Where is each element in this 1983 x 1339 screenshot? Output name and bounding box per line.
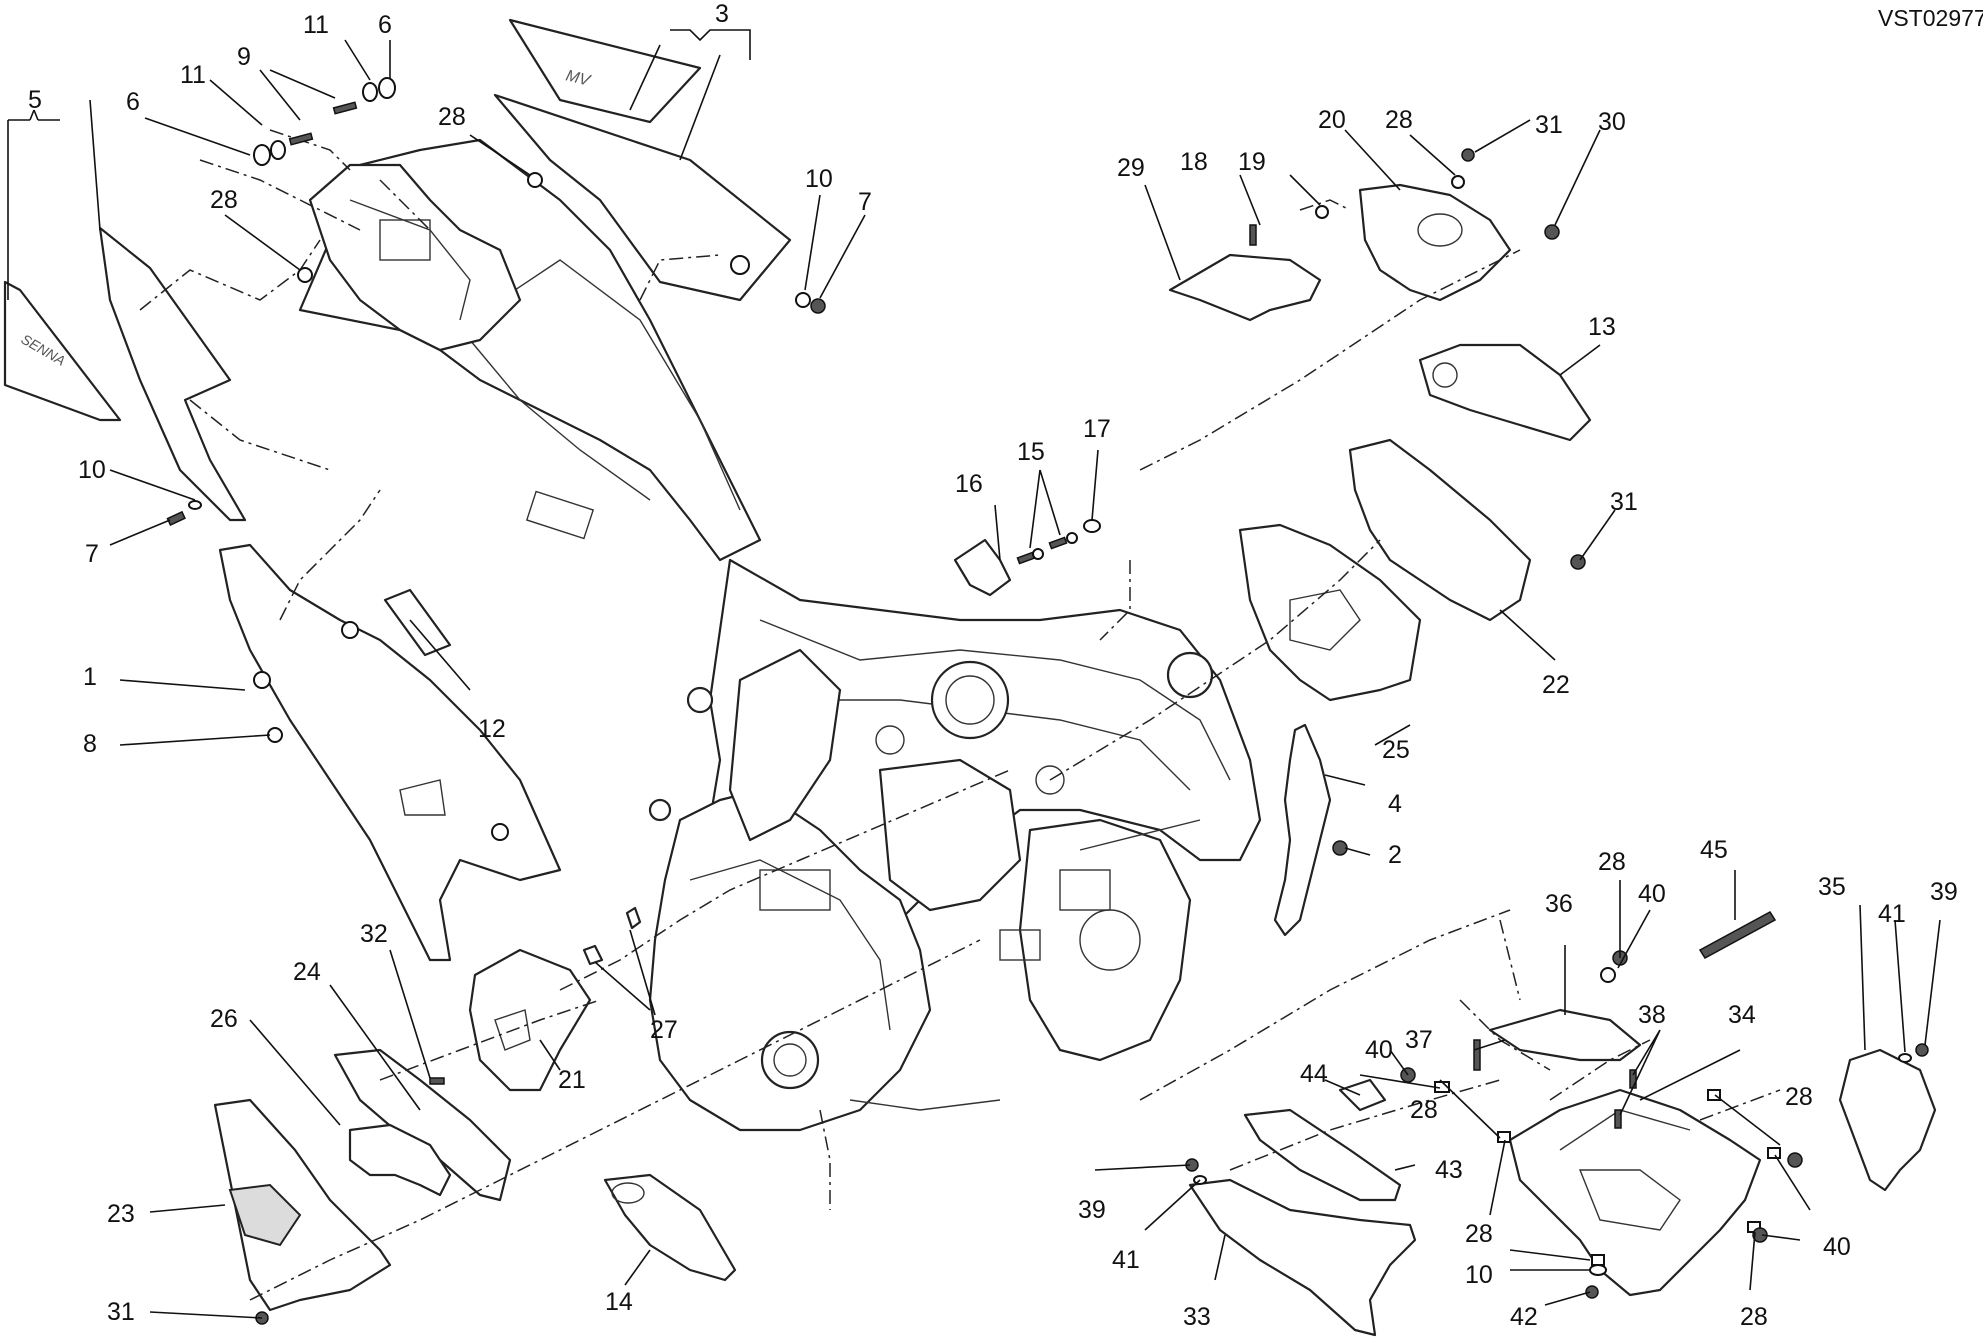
drawing-code: VST02977	[1878, 5, 1983, 31]
label-10-top: 10	[805, 165, 833, 193]
label-28-lower-left: 28	[1465, 1220, 1493, 1248]
label-30: 30	[1598, 108, 1626, 136]
label-38: 38	[1638, 1001, 1666, 1029]
part-25-inner-fairing	[1238, 523, 1422, 702]
label-42: 42	[1510, 1303, 1538, 1331]
label-28-right: 28	[1785, 1083, 1813, 1111]
decal-mv: MV	[564, 67, 593, 90]
part-15-screws	[1016, 532, 1078, 565]
part-44-decal	[1338, 1078, 1387, 1112]
part-13-cover	[1418, 343, 1592, 442]
part-23-lower-cover	[213, 1098, 392, 1312]
label-29: 29	[1117, 154, 1145, 182]
label-22: 22	[1542, 671, 1570, 699]
label-5: 5	[28, 86, 42, 114]
label-28-right-top: 28	[1385, 106, 1413, 134]
label-17: 17	[1083, 415, 1111, 443]
part-17-washer	[1083, 519, 1101, 533]
label-45: 45	[1700, 836, 1728, 864]
label-2: 2	[1388, 841, 1402, 869]
label-23: 23	[107, 1200, 135, 1228]
part-3-side-panel: MV	[493, 18, 792, 302]
label-21: 21	[558, 1066, 586, 1094]
label-24: 24	[293, 958, 321, 986]
label-28-top: 28	[438, 103, 466, 131]
label-41-left: 41	[1112, 1246, 1140, 1274]
part-12-decal	[383, 588, 452, 657]
label-10-left: 10	[78, 456, 106, 484]
part-16-bracket	[953, 538, 1012, 597]
label-20: 20	[1318, 106, 1346, 134]
part-5-tail-panels: SENNA	[3, 226, 247, 522]
label-27: 27	[650, 1016, 678, 1044]
label-39-right: 39	[1930, 878, 1958, 906]
label-32: 32	[360, 920, 388, 948]
label-9: 9	[237, 43, 251, 71]
label-26: 26	[210, 1005, 238, 1033]
part-20-instrument-bracket	[1358, 183, 1512, 302]
label-11-left: 11	[180, 61, 206, 89]
label-12: 12	[478, 715, 506, 743]
label-6-left: 6	[126, 88, 140, 116]
part-45-strip	[1698, 911, 1777, 959]
label-34: 34	[1728, 1001, 1756, 1029]
label-37: 37	[1405, 1026, 1433, 1054]
label-31-right: 31	[1610, 488, 1638, 516]
part-33-belly-pan	[1188, 1178, 1417, 1337]
label-35: 35	[1818, 873, 1846, 901]
label-28-left: 28	[210, 186, 238, 214]
part-labels: 10 7 1 8 5 6 11 9 11 6 28 28 3 10 7 12 3…	[28, 0, 1958, 1331]
label-15: 15	[1017, 438, 1045, 466]
label-40-upper: 40	[1638, 880, 1666, 908]
label-41-right: 41	[1878, 900, 1906, 928]
label-40-left: 40	[1365, 1036, 1393, 1064]
part-4-bracket	[1273, 723, 1332, 937]
part-35-side-fairing	[1838, 1048, 1937, 1192]
label-25: 25	[1382, 736, 1410, 764]
label-16: 16	[955, 470, 983, 498]
label-7-top: 7	[858, 188, 872, 216]
label-43: 43	[1435, 1156, 1463, 1184]
label-1: 1	[83, 663, 97, 691]
label-33: 33	[1183, 1303, 1211, 1331]
label-28-bottom-right: 28	[1740, 1303, 1768, 1331]
part-1-side-panel	[218, 543, 562, 962]
assembly-lines	[139, 129, 1781, 1301]
tail-seat-bracket	[308, 163, 522, 352]
label-10-bottom: 10	[1465, 1261, 1493, 1289]
label-4: 4	[1388, 790, 1402, 818]
label-44: 44	[1300, 1060, 1328, 1088]
label-28-upper: 28	[1598, 848, 1626, 876]
label-3: 3	[715, 0, 729, 28]
label-6-top: 6	[378, 11, 392, 39]
label-18: 18	[1180, 148, 1208, 176]
label-39-left: 39	[1078, 1196, 1106, 1224]
label-40-right: 40	[1823, 1233, 1851, 1261]
part-29-bracket	[1168, 253, 1322, 322]
part-43-lower-panel	[1243, 1108, 1402, 1202]
leader-lines	[7, 29, 1941, 1319]
part-34-front-fairing	[1508, 1088, 1762, 1297]
label-28-mid: 28	[1410, 1096, 1438, 1124]
label-31-top: 31	[1535, 111, 1563, 139]
part-36-bracket	[1488, 1008, 1642, 1062]
label-7-left: 7	[85, 540, 99, 568]
part-26-heat-shield	[348, 1123, 452, 1197]
label-36: 36	[1545, 890, 1573, 918]
label-31-bottom: 31	[107, 1298, 135, 1326]
part-21-cover	[468, 948, 592, 1092]
part-22-front-fairing	[1348, 438, 1532, 622]
label-19: 19	[1238, 148, 1266, 176]
label-13: 13	[1588, 313, 1616, 341]
label-8: 8	[83, 730, 97, 758]
part-27-shim	[582, 906, 642, 966]
label-11-top: 11	[303, 11, 329, 39]
part-14-exhaust-shield	[603, 1173, 737, 1282]
label-14: 14	[605, 1288, 633, 1316]
